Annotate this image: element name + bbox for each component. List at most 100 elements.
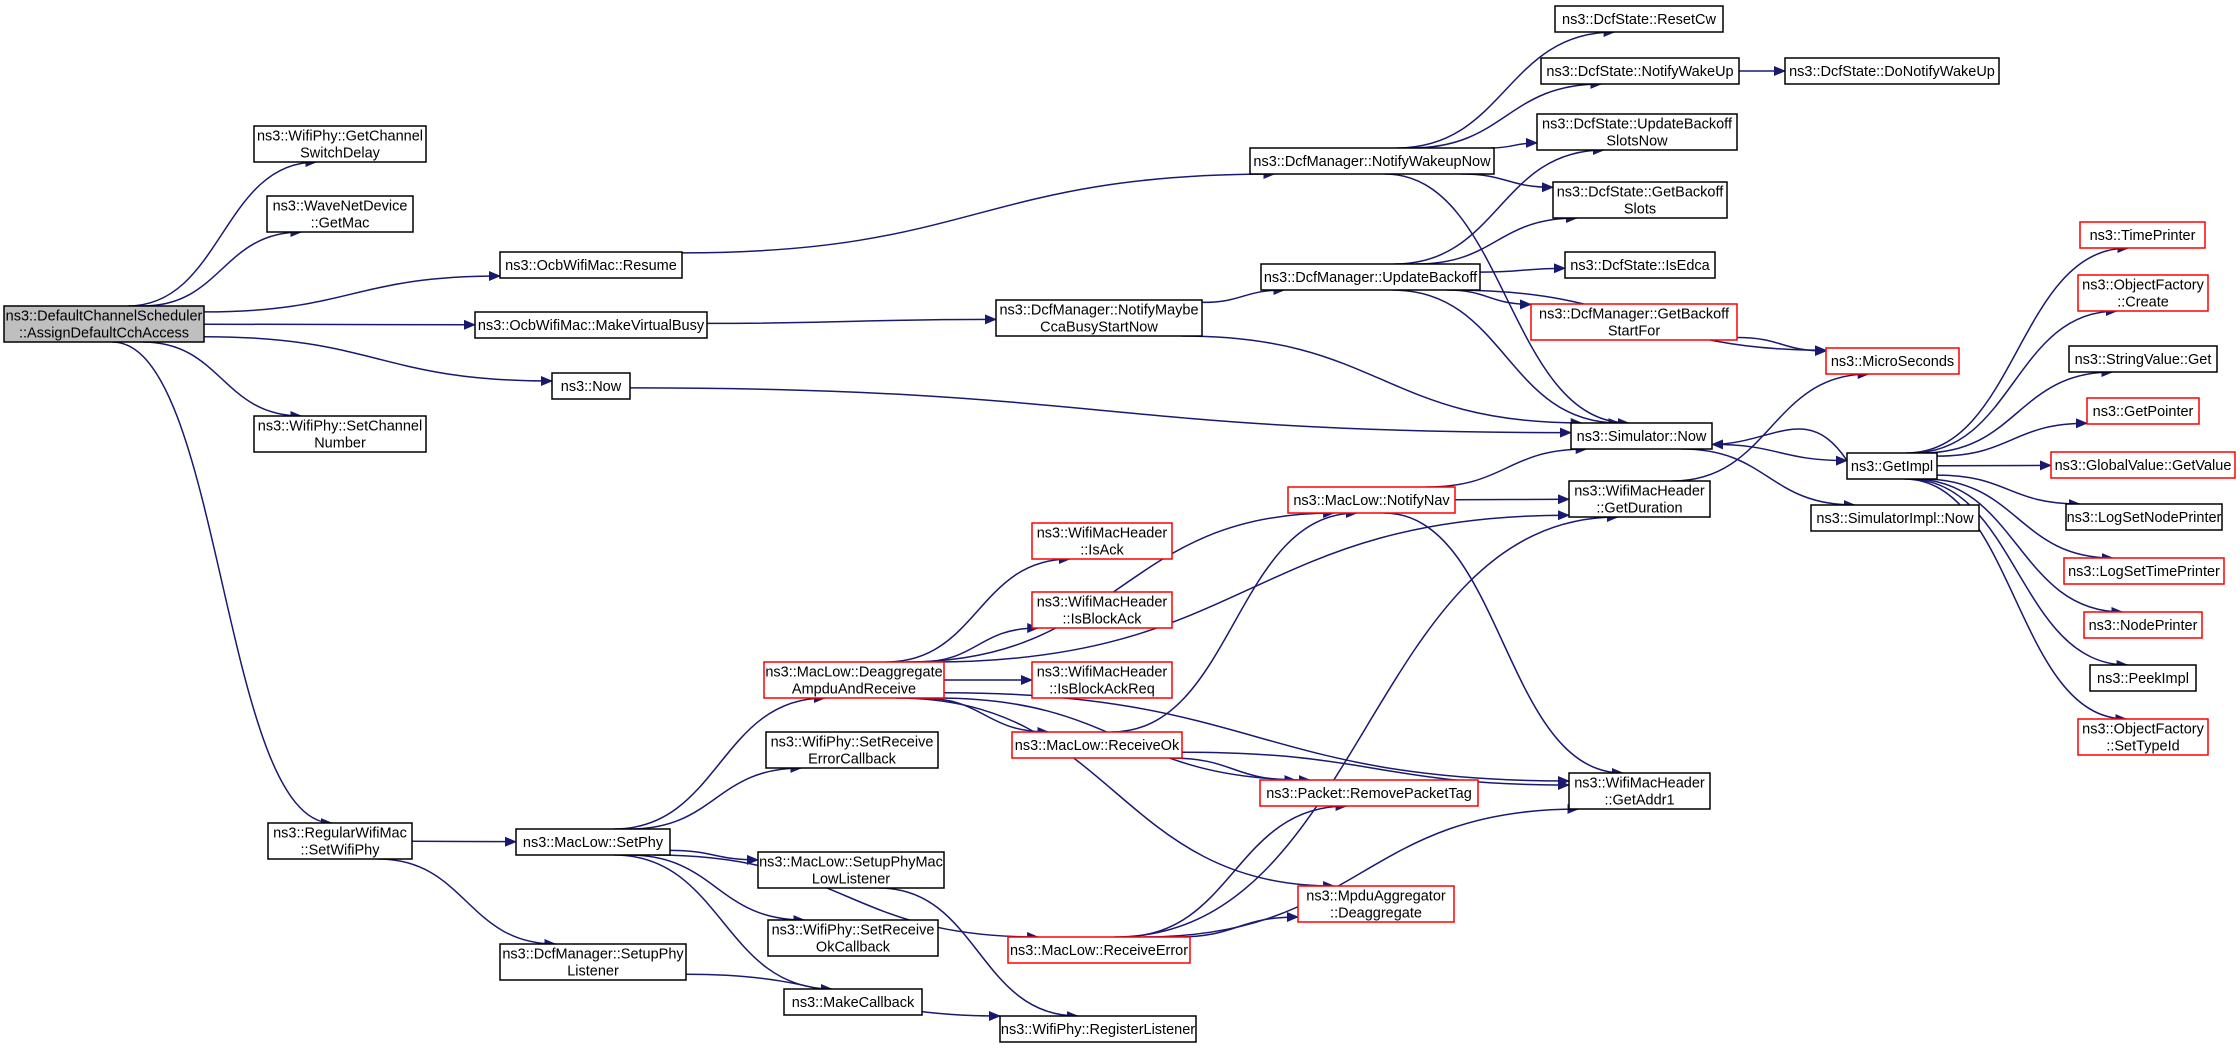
node-ds-nwu[interactable]: ns3::DcfState::NotifyWakeUp	[1540, 57, 1740, 85]
node-label: ns3::ObjectFactory	[2082, 277, 2204, 293]
node-getpointer[interactable]: ns3::GetPointer	[2086, 397, 2200, 425]
node-nodeprinter[interactable]: ns3::NodePrinter	[2083, 611, 2203, 639]
edge-getimpl-to-of_settypeid	[1903, 478, 2128, 724]
node-sim-now[interactable]: ns3::Simulator::Now	[1570, 422, 1713, 450]
edge-ml_setphy-to-wp_srec	[629, 763, 803, 830]
node-makecb[interactable]: ns3::MakeCallback	[783, 988, 923, 1016]
edge-ml_rok-to-ml_nn	[1111, 508, 1358, 733]
edge-getimpl-to-nodeprinter	[1912, 478, 2124, 617]
node-label: StartFor	[1608, 323, 1661, 339]
edge-ml_dar-to-wmh_gd	[932, 510, 1570, 663]
node-of-settypeid[interactable]: ns3::ObjectFactory::SetTypeId	[2077, 718, 2209, 756]
node-root[interactable]: ns3::DefaultChannelScheduler::AssignDefa…	[3, 305, 205, 343]
node-peekimpl[interactable]: ns3::PeekImpl	[2089, 664, 2197, 692]
node-wmh-isba[interactable]: ns3::WifiMacHeader::IsBlockAck	[1031, 591, 1173, 629]
node-logsettp[interactable]: ns3::LogSetTimePrinter	[2063, 557, 2225, 585]
node-dm-nwn[interactable]: ns3::DcfManager::NotifyWakeupNow	[1249, 147, 1495, 175]
node-box	[2083, 611, 2203, 639]
node-wmh-isack[interactable]: ns3::WifiMacHeader::IsAck	[1031, 522, 1173, 560]
node-label: ns3::DcfManager::NotifyMaybe	[999, 302, 1198, 318]
node-logsetnp[interactable]: ns3::LogSetNodePrinter	[2065, 503, 2223, 531]
edge-ml_rok-to-wmh_ga1	[1181, 751, 1570, 790]
node-ds-rcw[interactable]: ns3::DcfState::ResetCw	[1554, 5, 1724, 33]
node-label: LowListener	[812, 871, 890, 887]
edge-root-to-wnd_getmac	[142, 227, 303, 307]
node-ds-dnwu[interactable]: ns3::DcfState::DoNotifyWakeUp	[1784, 57, 2000, 85]
node-label: ::IsAck	[1080, 542, 1124, 558]
node-label: ErrorCallback	[808, 751, 897, 767]
node-label: ::SetTypeId	[2106, 738, 2179, 754]
node-label: ::Create	[2117, 294, 2169, 310]
node-timeprinter[interactable]: ns3::TimePrinter	[2079, 221, 2206, 249]
node-ml-rok[interactable]: ns3::MacLow::ReceiveOk	[1011, 731, 1183, 759]
node-label: ::IsBlockAck	[1063, 611, 1143, 627]
nodes: ns3::DefaultChannelScheduler::AssignDefa…	[3, 5, 2236, 1043]
node-ds-ie[interactable]: ns3::DcfState::IsEdca	[1564, 251, 1716, 279]
node-sv-get[interactable]: ns3::StringValue::Get	[2068, 345, 2218, 373]
edge-ocb_mvb-to-dm_nmcbsn	[706, 314, 997, 325]
node-gv-getvalue[interactable]: ns3::GlobalValue::GetValue	[2050, 451, 2236, 479]
edge-ml_setphy-to-ml_rerr	[653, 854, 1040, 942]
node-box	[765, 731, 939, 769]
node-dm-nmcbsn[interactable]: ns3::DcfManager::NotifyMaybeCcaBusyStart…	[995, 299, 1203, 337]
node-label: ns3::OcbWifiMac::MakeVirtualBusy	[478, 318, 705, 334]
node-box	[1530, 303, 1738, 341]
node-ocb-mvb[interactable]: ns3::OcbWifiMac::MakeVirtualBusy	[474, 311, 708, 339]
node-box	[266, 195, 414, 233]
node-label: ns3::GetPointer	[2093, 404, 2194, 420]
node-wnd-getmac[interactable]: ns3::WaveNetDevice::GetMac	[266, 195, 414, 233]
edge-ml_dar-to-wmh_isba	[917, 623, 1040, 663]
node-ml-rerr[interactable]: ns3::MacLow::ReceiveError	[1007, 936, 1191, 964]
edge-root-to-ocb_resume	[203, 271, 501, 313]
node-label: OkCallback	[816, 939, 891, 955]
node-dm-ub[interactable]: ns3::DcfManager::UpdateBackoff	[1260, 263, 1481, 291]
node-label: ns3::GetImpl	[1851, 459, 1933, 475]
node-ml-nn[interactable]: ns3::MacLow::NotifyNav	[1287, 486, 1456, 514]
node-label: ns3::DcfState::NotifyWakeUp	[1546, 64, 1733, 80]
node-wmh-ga1[interactable]: ns3::WifiMacHeader::GetAddr1	[1568, 772, 1711, 810]
node-ocb-resume[interactable]: ns3::OcbWifiMac::Resume	[499, 251, 683, 279]
node-box	[2065, 503, 2223, 531]
edge-getimpl-to-timeprinter	[1906, 243, 2130, 454]
node-simimpl-now[interactable]: ns3::SimulatorImpl::Now	[1810, 504, 1980, 532]
edge-ml_rerr-to-wmh_gd	[1114, 512, 1619, 938]
node-label: ns3::MacLow::SetupPhyMac	[759, 854, 943, 870]
edge-ml_dar-to-ma_deagg	[895, 697, 1336, 891]
edge-ml_nn-to-sim_now	[1426, 444, 1588, 488]
node-label: ns3::MicroSeconds	[1831, 354, 1954, 370]
node-wmh-isbar[interactable]: ns3::WifiMacHeader::IsBlockAckReq	[1031, 661, 1173, 699]
node-label: SwitchDelay	[300, 145, 381, 161]
node-wp-rl[interactable]: ns3::WifiPhy::RegisterListener	[999, 1015, 1197, 1043]
node-box	[2050, 451, 2236, 479]
node-box	[474, 311, 708, 339]
node-ml-setphy[interactable]: ns3::MacLow::SetPhy	[515, 828, 671, 856]
edge-getimpl-to-getpointer	[1936, 418, 2088, 457]
node-ma-deagg[interactable]: ns3::MpduAggregator::Deaggregate	[1297, 885, 1455, 923]
node-box	[1031, 661, 1173, 699]
node-rwm-swp[interactable]: ns3::RegularWifiMac::SetWifiPhy	[267, 822, 413, 860]
node-label: CcaBusyStartNow	[1040, 319, 1158, 335]
node-now[interactable]: ns3::Now	[551, 372, 631, 400]
node-wmh-gd[interactable]: ns3::WifiMacHeader::GetDuration	[1568, 480, 1711, 518]
edge-rwm_swp-to-dm_spl	[377, 858, 557, 949]
node-of-create[interactable]: ns3::ObjectFactory::Create	[2077, 274, 2209, 312]
edge-getimpl-to-sim_now	[1711, 428, 1848, 462]
node-label: ns3::DcfState::DoNotifyWakeUp	[1789, 64, 1995, 80]
node-microsec[interactable]: ns3::MicroSeconds	[1825, 347, 1960, 375]
node-label: ::GetMac	[311, 215, 370, 231]
node-getimpl[interactable]: ns3::GetImpl	[1846, 452, 1938, 480]
node-box	[1846, 452, 1938, 480]
node-pkt-rpt[interactable]: ns3::Packet::RemovePacketTag	[1259, 779, 1479, 807]
node-box	[267, 822, 413, 860]
